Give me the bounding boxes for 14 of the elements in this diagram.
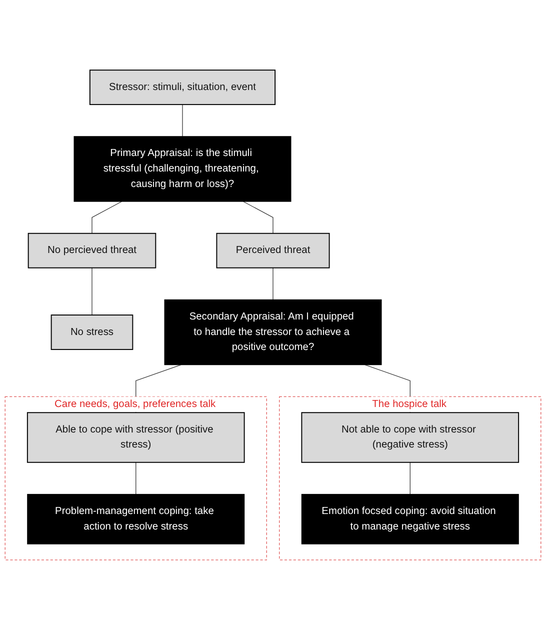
connector <box>92 202 122 234</box>
connector <box>272 268 274 300</box>
node-box: Able to cope with stressor (positive stress) <box>26 412 245 464</box>
node-box: Secondary Appraisal: Am I equipped to handle the stressor to achieve a positive outcome? <box>164 300 382 366</box>
node-box: Not able to cope with stressor (negative stress) <box>301 412 520 464</box>
node-box: Primary Appraisal: is the stimuli stressful (challenging, threatening, causing harm or loss)? <box>74 136 292 202</box>
connector <box>242 202 274 234</box>
node-box: Perceived threat <box>216 233 330 269</box>
connector <box>182 104 183 138</box>
node-box: No stress <box>50 315 134 350</box>
node-box: Emotion focsed coping: avoid situation to manage negative stress <box>301 494 519 545</box>
node-box: Stressor: stimuli, situation, event <box>89 70 276 106</box>
node-box: Problem-management coping: take action to resolve stress <box>27 494 245 545</box>
node-box: No percieved threat <box>28 233 156 269</box>
